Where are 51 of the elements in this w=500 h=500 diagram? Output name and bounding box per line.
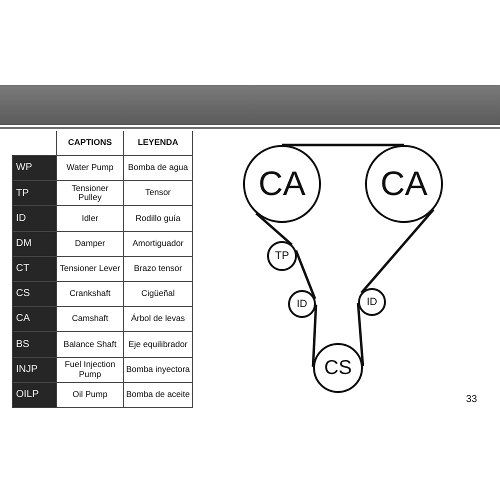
- legend-cell: Árbol de levas: [124, 306, 192, 332]
- legend-cell: Bomba inyectora: [124, 357, 192, 382]
- pulley-label: ID: [366, 296, 378, 308]
- abbreviation-cell: CS: [12, 281, 56, 307]
- pulley-label: CA: [258, 167, 306, 201]
- abbreviation-cell: DM: [12, 231, 56, 256]
- pulley-label: TP: [274, 250, 290, 262]
- column-header: LEYENDA: [124, 131, 192, 156]
- caption-cell: Water Pump: [56, 156, 124, 181]
- belt-segment: [312, 304, 318, 367]
- abbreviation-cell: CT: [12, 256, 56, 282]
- legend-cell: Eje equilibrador: [124, 332, 192, 357]
- abbreviation-cell: CA: [12, 306, 56, 332]
- pulley-circle: [358, 288, 386, 316]
- pulley-label: ID: [296, 298, 308, 310]
- belt-segment: [360, 208, 434, 294]
- caption-cell: Oil Pump: [56, 382, 124, 408]
- pulley-label: CS: [324, 358, 352, 378]
- legend-cell: Bomba de aceite: [124, 382, 192, 408]
- pulley-circle: [313, 343, 363, 393]
- page-number: 33: [466, 394, 478, 405]
- pulley-circle: [288, 290, 316, 318]
- column-header: CAPTIONS: [56, 131, 124, 156]
- legend-cell: Rodillo guía: [124, 206, 192, 232]
- legend-cell: Bomba de agua: [124, 156, 192, 181]
- abbreviation-cell: TP: [12, 180, 56, 206]
- caption-cell: Fuel Injection Pump: [56, 357, 124, 382]
- legend-cell: Cigüeñal: [124, 281, 192, 307]
- belt-segment: [294, 250, 316, 300]
- abbreviation-cell: ID: [12, 206, 56, 232]
- abbreviation-cell: BS: [12, 332, 56, 357]
- legend-cell: Brazo tensor: [124, 256, 192, 282]
- caption-cell: Tensioner Pulley: [56, 180, 124, 206]
- caption-cell: Balance Shaft: [56, 332, 124, 357]
- caption-cell: Camshaft: [56, 306, 124, 332]
- caption-cell: Damper: [56, 231, 124, 256]
- pulley-circle: [365, 145, 443, 223]
- abbreviation-cell: OILP: [12, 382, 56, 408]
- legend-cell: Amortiguador: [124, 231, 192, 256]
- pulley-circle: [267, 241, 297, 271]
- abbreviation-cell: INJP: [12, 357, 56, 382]
- caption-cell: Idler: [56, 206, 124, 232]
- belt-segment: [282, 144, 404, 146]
- pulley-label: CA: [380, 167, 428, 201]
- belt-segment: [356, 302, 364, 366]
- pulley-circle: [243, 145, 321, 223]
- belt-segment: [255, 212, 293, 246]
- caption-cell: Tensioner Lever: [56, 256, 124, 282]
- caption-cell: Crankshaft: [56, 281, 124, 307]
- abbreviation-cell: WP: [12, 156, 56, 181]
- legend-cell: Tensor: [124, 180, 192, 206]
